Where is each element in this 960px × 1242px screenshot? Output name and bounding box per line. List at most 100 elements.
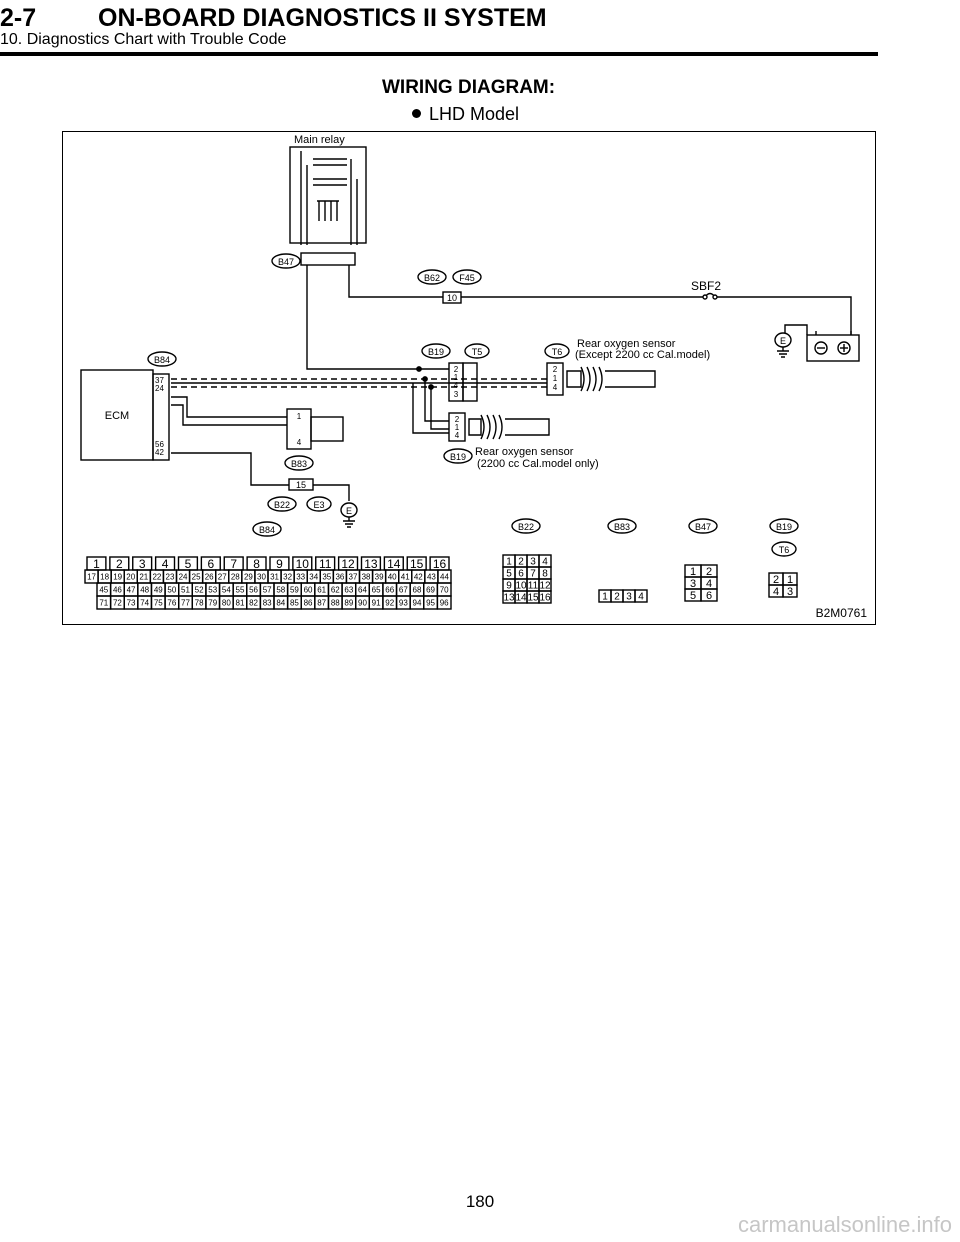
b84-pin-1: 1 xyxy=(93,557,100,571)
ecm-pin-37: 37 xyxy=(155,376,164,385)
b84-pin-33: 33 xyxy=(296,572,305,581)
b22-pin-2: 2 xyxy=(518,557,524,568)
b84-pin-45: 45 xyxy=(99,585,108,594)
b84-pin-41: 41 xyxy=(401,572,410,581)
b83-pin-1: 1 xyxy=(297,412,302,421)
sbf-label: SBF2 xyxy=(691,279,721,293)
b84-pin-87: 87 xyxy=(317,598,326,607)
b22-pin-4: 4 xyxy=(542,557,548,568)
b84-pin-85: 85 xyxy=(290,598,299,607)
b84-pin-94: 94 xyxy=(413,598,422,607)
b84-pin-20: 20 xyxy=(126,572,135,581)
b19-tag-text: B19 xyxy=(428,347,444,357)
b22-pin-13: 13 xyxy=(503,593,515,604)
b84-pin-32: 32 xyxy=(283,572,292,581)
b22-pin-1: 1 xyxy=(506,557,512,568)
b84-pin-23: 23 xyxy=(166,572,175,581)
b84-pin-26: 26 xyxy=(205,572,214,581)
b84-pin-17: 17 xyxy=(87,572,96,581)
section-number: 2-7 xyxy=(0,4,37,32)
b19-face-pin-3-cell xyxy=(782,584,798,598)
b19-face-pin-3: 3 xyxy=(787,586,793,598)
b47-face-tag-text: B47 xyxy=(695,522,711,532)
b22-pin-box xyxy=(288,478,314,491)
t6-tag-text: T6 xyxy=(552,347,563,357)
b84-pin-54: 54 xyxy=(222,585,231,594)
b84-pin-16: 16 xyxy=(433,557,447,571)
b19-face-pin-4: 4 xyxy=(773,586,779,598)
b84-pin-51: 51 xyxy=(181,585,190,594)
b22-pin-15: 15 xyxy=(527,593,539,604)
ecm-pin-42: 42 xyxy=(155,448,164,457)
b47-tag xyxy=(271,253,301,269)
t6-pin-2: 1 xyxy=(553,374,558,383)
b47-pin-3: 3 xyxy=(690,578,696,590)
page-header: 2-7 ON-BOARD DIAGNOSTICS II SYSTEM 10. D… xyxy=(0,0,960,60)
b84-pin-62: 62 xyxy=(331,585,340,594)
b83-face-pin-4-cell xyxy=(634,589,648,603)
watermark: carmanualsonline.info xyxy=(737,1212,952,1237)
b84-pin-86: 86 xyxy=(304,598,313,607)
f45-tag xyxy=(452,269,482,285)
b83-face-pin-2: 2 xyxy=(614,592,620,603)
bullet-icon xyxy=(412,109,421,118)
ecm-ground-label: E xyxy=(346,506,352,516)
b84-pin-69: 69 xyxy=(426,585,435,594)
b84-pin-61: 61 xyxy=(317,585,326,594)
b47-pin-2: 2 xyxy=(706,566,712,578)
b84-pin-31: 31 xyxy=(270,572,279,581)
ecm-label: ECM xyxy=(105,410,129,422)
b84-pin-38: 38 xyxy=(362,572,371,581)
sensor-a-label-1: Rear oxygen sensor xyxy=(577,338,676,350)
b84-pin-6: 6 xyxy=(207,557,214,571)
b84-pin-35: 35 xyxy=(322,572,331,581)
b84-pin-34: 34 xyxy=(309,572,318,581)
b84-pin-28: 28 xyxy=(231,572,240,581)
b19-face-pin-1: 1 xyxy=(787,574,793,586)
b84-pin-9: 9 xyxy=(276,557,283,571)
b84-pin-18: 18 xyxy=(100,572,109,581)
b84-pin-11: 11 xyxy=(319,557,332,571)
t6-pin-3: 4 xyxy=(553,383,558,392)
b47-pin-5: 5 xyxy=(690,590,696,602)
t6-face-tag-text: T6 xyxy=(779,545,790,555)
b84-pin-92: 92 xyxy=(385,598,394,607)
b84-pin-47: 47 xyxy=(127,585,136,594)
b84-pin-64: 64 xyxy=(358,585,367,594)
b84-pin-95: 95 xyxy=(426,598,435,607)
b84-pin-8: 8 xyxy=(253,557,260,571)
sensor-b-label-2: (2200 cc Cal.model only) xyxy=(477,458,599,470)
b83-face-tag-text: B83 xyxy=(614,522,630,532)
b84-pin-12: 12 xyxy=(341,557,355,571)
b83-tag-text: B83 xyxy=(291,459,307,469)
b84-pin-76: 76 xyxy=(167,598,176,607)
b83-face-pin-4: 4 xyxy=(638,592,644,603)
b62-tag-text: B62 xyxy=(424,273,440,283)
b84-pin-40: 40 xyxy=(388,572,397,581)
b47-connector-box xyxy=(300,252,356,266)
b22-pin-16: 16 xyxy=(539,593,551,604)
b84-pin-66: 66 xyxy=(385,585,394,594)
b83-face-pin-1: 1 xyxy=(602,592,608,603)
page-subtitle: 10. Diagnostics Chart with Trouble Code xyxy=(0,31,287,48)
b84-connector xyxy=(152,373,170,461)
b22-pin-11: 11 xyxy=(528,581,539,592)
sensor-b-label-1: Rear oxygen sensor xyxy=(475,446,574,458)
b19a-pin-4: 3 xyxy=(454,390,459,399)
b19-tag-b xyxy=(443,448,473,464)
b84-pin-56: 56 xyxy=(249,585,258,594)
b19b-pin-1: 2 xyxy=(455,415,460,424)
b84-pin-49: 49 xyxy=(154,585,163,594)
b84-pin-43: 43 xyxy=(427,572,436,581)
b47-face-tag xyxy=(688,518,718,534)
battery xyxy=(806,334,860,362)
b84-pin-75: 75 xyxy=(154,598,163,607)
b84-pin-53: 53 xyxy=(208,585,217,594)
b84-pin-58: 58 xyxy=(276,585,285,594)
page-title: ON-BOARD DIAGNOSTICS II SYSTEM xyxy=(98,4,547,32)
b84-pin-91: 91 xyxy=(372,598,381,607)
b84-pin-37: 37 xyxy=(349,572,358,581)
b84-pin-81: 81 xyxy=(236,598,245,607)
b47-pin-6: 6 xyxy=(706,590,712,602)
